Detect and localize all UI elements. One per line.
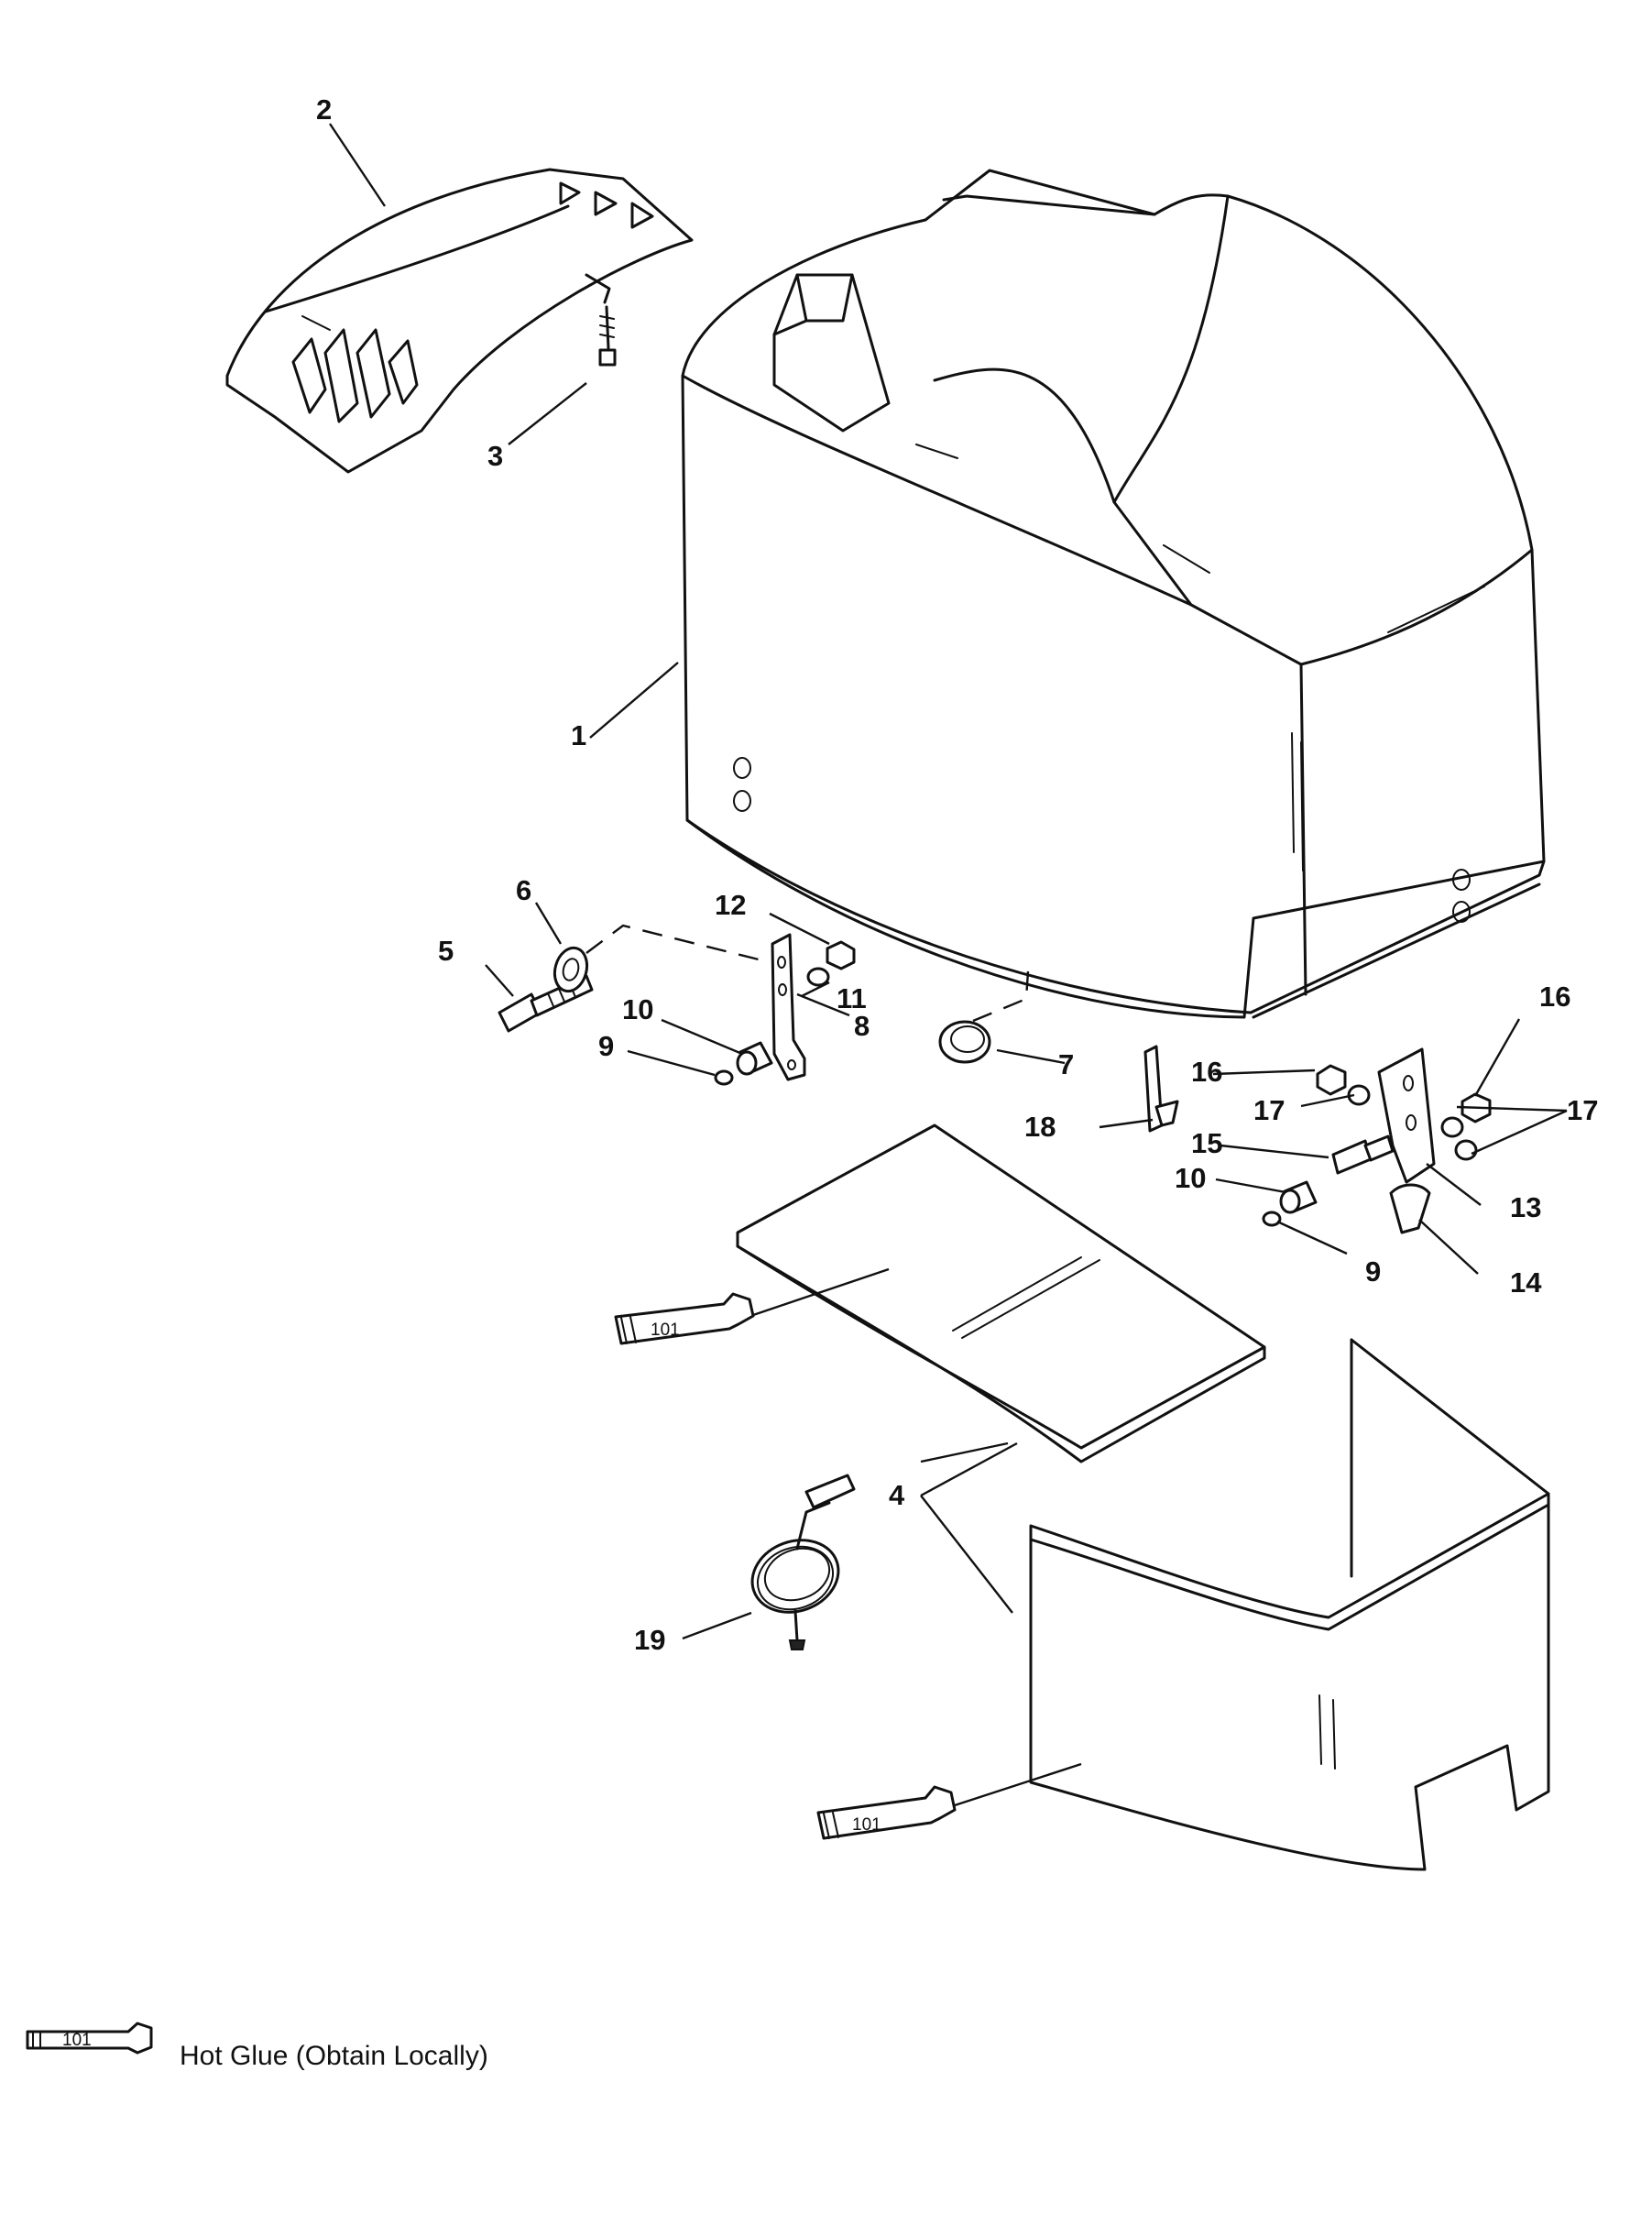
part-bracket-8 [771, 933, 806, 1081]
callout-2: 2 [316, 93, 332, 126]
part-top-cowl [681, 169, 1546, 1019]
part-washer-11 [806, 967, 830, 987]
part-plug-14 [1389, 1183, 1431, 1234]
glue-tube-label: 101 [651, 1321, 680, 1340]
callout-3: 3 [487, 440, 503, 472]
part-nut-16-left [1316, 1064, 1347, 1096]
part-spacer-10 [736, 1041, 773, 1076]
callout-9: 9 [598, 1030, 614, 1062]
part-top-cover [225, 168, 694, 474]
part-lower-seal-panel [1029, 1338, 1550, 1871]
part-stud-15 [1331, 1134, 1395, 1175]
part-coil-19 [750, 1474, 856, 1650]
glue-tube-icon: 101 [816, 1785, 957, 1840]
legend-tube-label: 101 [62, 2031, 92, 2050]
callout-13: 13 [1510, 1191, 1541, 1223]
part-washer-6 [552, 946, 589, 993]
callout-17: 17 [1253, 1094, 1285, 1126]
callout-17-right: 17 [1567, 1094, 1598, 1126]
callout-12: 12 [715, 889, 746, 921]
callout-labels: 2 3 1 6 5 12 11 10 9 8 7 18 16 17 16 17 … [316, 93, 1598, 1656]
callout-10-right: 10 [1175, 1162, 1206, 1194]
callout-7: 7 [1058, 1048, 1074, 1080]
callout-9-right: 9 [1365, 1255, 1381, 1288]
part-washer-17 [1347, 1084, 1478, 1161]
callout-14: 14 [1510, 1266, 1542, 1299]
callout-4: 4 [889, 1479, 905, 1511]
callout-16: 16 [1191, 1056, 1222, 1088]
part-screw-3 [598, 305, 617, 367]
part-nut-12 [826, 940, 856, 970]
part-clip-18 [1143, 1045, 1179, 1133]
legend-text: Hot Glue (Obtain Locally) [180, 2041, 488, 2071]
callout-11: 11 [837, 982, 867, 1014]
callout-15: 15 [1191, 1127, 1222, 1159]
callout-1: 1 [571, 719, 586, 751]
leader-lines [329, 123, 1568, 1807]
part-spacer-10-right [1279, 1180, 1318, 1214]
callout-16-right: 16 [1539, 981, 1570, 1013]
callout-5: 5 [438, 935, 454, 967]
callout-18: 18 [1024, 1111, 1056, 1143]
callout-10: 10 [622, 993, 653, 1025]
part-top-seal-panel [736, 1123, 1266, 1463]
glue-tube-icon: 101 [26, 2022, 153, 2055]
part-nut-9 [714, 1069, 734, 1086]
callout-19: 19 [634, 1624, 665, 1656]
glue-tube-icon: 101 [614, 1292, 755, 1345]
part-grommet-7 [938, 1020, 991, 1064]
part-nut-9-right [1262, 1211, 1282, 1227]
glue-tube-label: 101 [852, 1815, 881, 1835]
callout-8: 8 [854, 1010, 870, 1042]
part-latch-bracket-13 [1377, 1047, 1436, 1184]
callout-6: 6 [516, 874, 531, 906]
